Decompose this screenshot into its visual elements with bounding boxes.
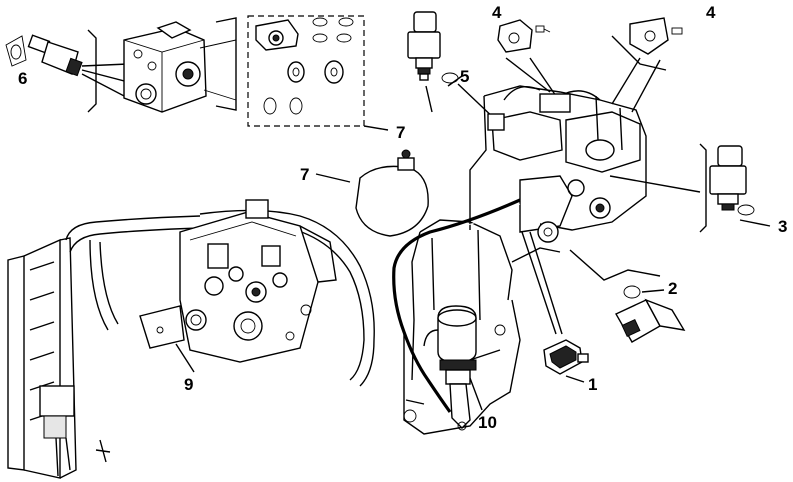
part-5-solenoid: [407, 11, 459, 84]
part-3-callout: 3: [609, 175, 787, 236]
part-6-solenoid-valve: [5, 34, 83, 77]
part-7-callout: 7: [363, 123, 405, 142]
callout-9: 9: [184, 375, 193, 394]
callout-8: 7: [300, 165, 309, 184]
part-10-pump-motor: 10: [423, 305, 497, 432]
callout-5: 5: [460, 67, 469, 86]
part-8-accumulator: 7: [300, 149, 429, 237]
part-3-solenoid: [699, 143, 755, 233]
callout-4-left: 4: [492, 3, 502, 22]
part-1-callout: 1: [521, 231, 597, 394]
main-valve-body-assembly: [403, 85, 647, 435]
callout-4-right: 4: [706, 3, 716, 22]
wiring-harness: [392, 198, 521, 413]
valve-block-assembly: [123, 17, 237, 113]
part-2-callout: 2: [569, 249, 677, 298]
callout-1: 1: [588, 375, 597, 394]
part-9-callout: 9: [175, 343, 195, 394]
part-4-bracket-left: [497, 19, 551, 53]
part-7-seal-kit: [247, 15, 365, 127]
part-4-right-callout: 4: [611, 3, 716, 113]
callout-7: 7: [396, 123, 405, 142]
part-4-left-callout: 4: [492, 3, 557, 97]
callout-2: 2: [668, 279, 677, 298]
callout-10: 10: [478, 413, 497, 432]
part-4-sensor-right: [629, 17, 683, 55]
part-2-solenoid-valve: [615, 285, 686, 343]
callout-6: 6: [18, 69, 27, 88]
part-1-pressure-sensor: [543, 339, 589, 375]
callout-3: 3: [778, 217, 787, 236]
part-6-callout: 6: [18, 29, 129, 113]
part-9-hydraulic-unit: [7, 199, 375, 479]
